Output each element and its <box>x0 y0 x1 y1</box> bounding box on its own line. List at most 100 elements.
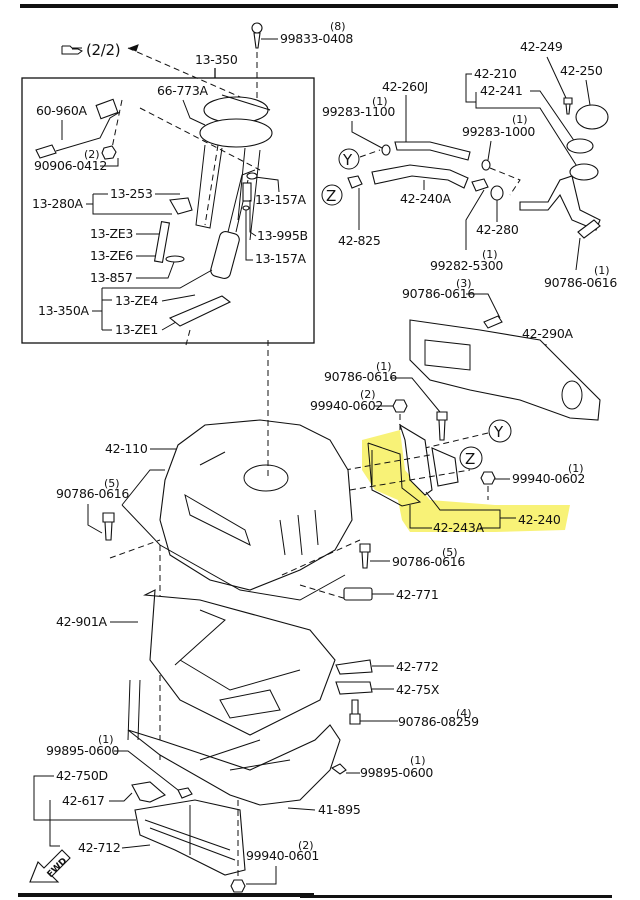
label-13-157A-top: 13-157A <box>255 192 306 207</box>
skid-plate-41-895 <box>127 724 341 806</box>
callout-y-top <box>338 148 360 170</box>
label-42-825: 42-825 <box>338 233 380 248</box>
svg-text:(4): (4) <box>456 707 472 720</box>
screw-icon <box>251 22 263 49</box>
clip-icon <box>330 763 347 775</box>
svg-text:(1): (1) <box>512 113 528 126</box>
svg-text:Y: Y <box>493 423 504 441</box>
label-42-243A: 42-243A <box>433 520 484 535</box>
filler-gasket <box>566 138 594 154</box>
label-99283-1100: 99283-1100 <box>322 104 395 119</box>
label-90786-08259: 90786-08259 <box>398 714 479 729</box>
label-42-280: 42-280 <box>476 222 519 237</box>
label-99895-0600-left: 99895-0600 <box>46 743 119 758</box>
hose-clamp <box>347 175 363 189</box>
fuel-cap <box>575 104 609 130</box>
svg-text:Y: Y <box>342 151 353 169</box>
label-42-110: 42-110 <box>105 441 148 456</box>
mount-42-75X <box>335 681 373 695</box>
label-90786-0616-a: 90786-0616 <box>544 275 617 290</box>
svg-text:(1): (1) <box>372 95 388 108</box>
label-42-260J: 42-260J <box>382 79 428 94</box>
label-42-617: 42-617 <box>62 793 104 808</box>
page-ref-label[interactable]: (2/2) <box>86 41 121 59</box>
top-border <box>20 4 618 8</box>
label-60-960A: 60-960A <box>36 103 87 118</box>
mounts-group: (5) 90786-0616 42-771 42-772 42-75X (4) … <box>335 543 479 729</box>
bolt-icon-3 <box>483 315 503 329</box>
label-13-157A-bottom: 13-157A <box>255 251 306 266</box>
filler-hose <box>371 164 469 189</box>
pump-tube <box>153 220 171 264</box>
bolt-icon-4 <box>436 411 448 441</box>
svg-text:(3): (3) <box>456 277 472 290</box>
callout-z-top <box>321 184 343 206</box>
label-42-249: 42-249 <box>520 39 563 54</box>
bolt-icon-2 <box>577 219 601 239</box>
label-13-995B: 13-995B <box>257 228 308 243</box>
label-99833-0408: 99833-0408 <box>280 31 353 46</box>
label-13-350A: 13-350A <box>38 303 89 318</box>
fuel-tank <box>159 419 353 591</box>
fuel-pump <box>210 230 240 280</box>
mount-42-771 <box>343 587 373 601</box>
label-13-857: 13-857 <box>90 270 132 285</box>
pump-opening <box>243 464 289 492</box>
svg-text:(1): (1) <box>568 462 584 475</box>
label-99940-0602-a: 99940-0602 <box>310 398 383 413</box>
label-90786-0616-c: 90786-0616 <box>324 369 397 384</box>
label-42-901A: 42-901A <box>56 614 107 629</box>
svg-text:(1): (1) <box>410 754 426 767</box>
bolt-icon-6 <box>359 543 371 569</box>
callout-y-bottom <box>488 419 512 443</box>
pump-module-frame <box>21 77 315 344</box>
clip-icon-2 <box>177 787 193 799</box>
filler-neck-group: 42-260J (1) 99283-1100 Y Z 42-825 42-240… <box>321 39 618 290</box>
label-42-771: 42-771 <box>396 587 438 602</box>
label-99940-0601: 99940-0601 <box>246 848 319 863</box>
filler-neck-pipe <box>519 175 601 231</box>
label-42-250: 42-250 <box>560 63 603 78</box>
page-ref-pointer[interactable]: (2/2) <box>61 41 271 111</box>
fwd-arrow-icon: FWD <box>29 849 71 883</box>
svg-text:Z: Z <box>465 450 475 468</box>
svg-text:(2): (2) <box>360 388 376 401</box>
svg-text:(2): (2) <box>84 148 100 161</box>
label-99940-0602-b: 99940-0602 <box>512 471 585 486</box>
label-42-240: 42-240 <box>518 512 561 527</box>
hose-clamp-2 <box>471 178 489 192</box>
label-90786-0616-e: 90786-0616 <box>392 554 465 569</box>
label-42-75X: 42-75X <box>396 682 440 697</box>
svg-text:(8): (8) <box>330 20 346 33</box>
mount-42-772 <box>335 659 373 675</box>
label-42-240A: 42-240A <box>400 191 451 206</box>
bolt-icon-7 <box>349 699 361 725</box>
pump-flange-gasket <box>199 118 273 148</box>
label-13-ZE6: 13-ZE6 <box>90 248 133 263</box>
bottom-border <box>18 893 314 897</box>
label-13-280A: 13-280A <box>32 196 83 211</box>
label-90906-0412: 90906-0412 <box>34 158 107 173</box>
fuel-filter <box>168 295 232 327</box>
heat-shield-group: (3) 90786-0616 42-290A <box>402 277 601 421</box>
filler-neck-flange <box>569 163 599 181</box>
under-cover-42-901A <box>143 589 336 736</box>
label-99282-5300: 99282-5300 <box>430 258 503 273</box>
label-42-241: 42-241 <box>480 83 522 98</box>
bolt-icon-5 <box>102 512 115 541</box>
svg-text:(1): (1) <box>482 248 498 261</box>
fuel-tank-group: 42-110 (5) 90786-0616 <box>56 340 361 760</box>
label-13-ZE4: 13-ZE4 <box>115 293 158 308</box>
svg-text:(1): (1) <box>376 360 392 373</box>
crossmember-group: 42-750D 42-617 42-712 (2) 99940-0601 FWD <box>29 768 319 893</box>
bracket-group: (1) 90786-0616 (2) 99940-0602 Y Z (1) 99… <box>310 360 585 535</box>
label-42-712: 42-712 <box>78 840 120 855</box>
label-66-773A: 66-773A <box>157 83 208 98</box>
bolt-icon <box>563 97 573 115</box>
svg-text:Z: Z <box>326 187 336 205</box>
bracket-42-617 <box>131 781 167 803</box>
svg-text:(2): (2) <box>298 839 314 852</box>
fuel-sender <box>35 144 57 159</box>
label-42-210: 42-210 <box>474 66 517 81</box>
